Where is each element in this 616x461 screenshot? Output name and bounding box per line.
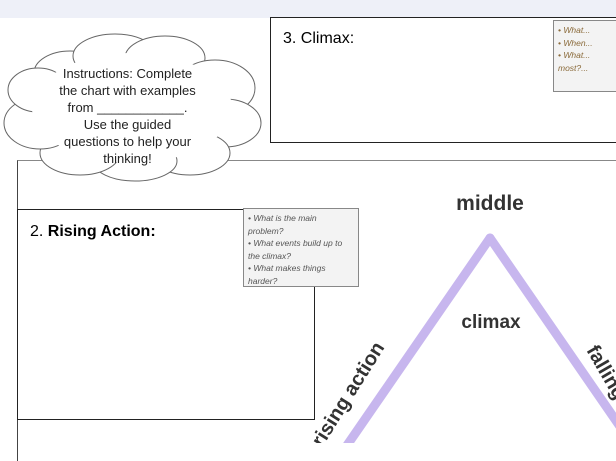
rising-action-title: 2. Rising Action: [30,223,156,241]
rising-line [343,233,495,443]
climax-question-1: • What... [558,25,591,35]
middle-label: middle [456,192,524,215]
top-bar [0,0,616,18]
instruction-text: Instructions: Complete the chart with ex… [40,65,215,167]
climax-number: 3. [283,30,297,47]
plot-diagram: middle climax rising action falling [308,192,616,443]
instruction-line-4: Use the guided [83,117,172,132]
cloud-shape [3,33,262,182]
instruction-line-2: the chart with examples [59,83,196,98]
instruction-line-5: questions to help your [63,134,192,149]
rising-action-box[interactable]: 2. Rising Action: [17,209,315,420]
climax-questions: • What... • When... • What... most?... [553,20,616,92]
rising-question-2: • What events build up to the climax? [248,238,343,261]
climax-question-4: most?... [558,62,589,73]
climax-question-2: • When... [558,37,593,48]
falling-line [485,233,616,429]
instruction-cloud: Instructions: Complete the chart with ex… [0,28,270,188]
rising-question-3: • What makes things harder? [248,263,326,286]
climax-label: climax [461,312,521,333]
instruction-line-1: Instructions: Complete [62,66,193,81]
rising-question-1: • What is the main problem? [248,213,317,236]
climax-question-3: • What... [558,50,591,60]
climax-title: 3. Climax: [283,30,354,48]
rising-action-title-text: Rising Action: [47,223,156,240]
instruction-line-6: thinking! [103,151,152,166]
climax-title-text: Climax: [300,30,355,47]
instruction-line-3: from ____________. [67,100,188,115]
rising-action-number: 2. [30,223,44,240]
rising-action-label: rising action [308,338,390,443]
rising-action-questions: • What is the main problem? • What event… [243,208,359,287]
